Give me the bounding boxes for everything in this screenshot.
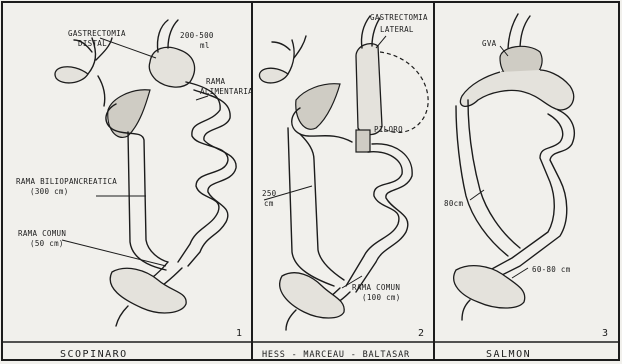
biliopancreatic-limb-inner [456,106,508,256]
pointer-line [100,38,156,58]
pancreas-shape [296,84,340,130]
panel-salmon [454,14,575,320]
label-gastrectomy-lateral-1: GASTRECTOMIA [370,13,428,22]
panel-caption-1: SCOPINARO [60,349,128,360]
label-common-2: (100 cm) [362,293,401,302]
label-alimentary-1: RAMA [206,77,225,86]
label-pylorus: PILORO [374,125,403,134]
label-volume-2: ml [200,41,210,50]
stomach-remnant-shape [149,47,194,87]
label-gastrectomy-distal-2: DISTAL [78,39,107,48]
label-common-2: (50 cm) [30,239,64,248]
appendix-shape [462,300,470,320]
pointer-line [376,36,386,48]
gallbladder-shape [259,68,288,83]
label-length: 80cm [444,199,463,208]
panel-number-1: 1 [236,328,242,339]
appendix-shape [286,310,296,330]
appendix-shape [116,306,128,326]
biliopancreatic-limb-shape [300,134,344,280]
biliopancreatic-limb-inner [288,128,334,286]
pointer-line [196,96,208,100]
alimentary-limb-outer [356,144,412,292]
sleeve-stomach-shape [356,44,382,135]
cecum-shape [280,273,345,318]
label-common-1: RAMA COMUN [18,229,66,238]
gallbladder-shape [55,67,88,83]
label-alimentary-2: ALIMENTARIA [200,87,253,96]
stomach-shape [460,70,573,110]
panel-scopinaro [55,20,236,326]
panel-number-2: 2 [418,328,424,339]
label-gastrectomy-distal-1: GASTRECTOMIA [68,29,126,38]
panel-caption-3: SALMON [486,349,531,360]
label-length-1: 250 [262,189,277,198]
label-volume-1: 200-500 [180,31,214,40]
panel-hess-marceau-baltasar [259,16,428,330]
cecum-shape [454,266,525,308]
biliopancreatic-limb-inner [128,132,166,270]
panel-number-3: 3 [602,328,608,339]
panel-caption-2: HESS - MARCEAU - BALTASAR [262,350,410,360]
alimentary-limb-outer [490,114,563,270]
esophagus-shape [157,20,178,52]
biliopancreatic-limb-shape [468,100,520,248]
label-biliopancreatic-2: (300 cm) [30,187,69,196]
label-common-1: RAMA COMUN [352,283,400,292]
label-length-2: cm [264,199,274,208]
label-common: 60-80 cm [532,265,571,274]
label-gva: GVA [482,39,497,48]
pylorus-shape [356,130,370,152]
alimentary-limb-shape [178,82,228,262]
label-gastrectomy-lateral-2: LATERAL [380,25,414,34]
resected-stomach-outline [380,52,428,132]
pointer-line [62,240,166,266]
label-biliopancreatic-1: RAMA BILIOPANCREATICA [16,177,117,186]
